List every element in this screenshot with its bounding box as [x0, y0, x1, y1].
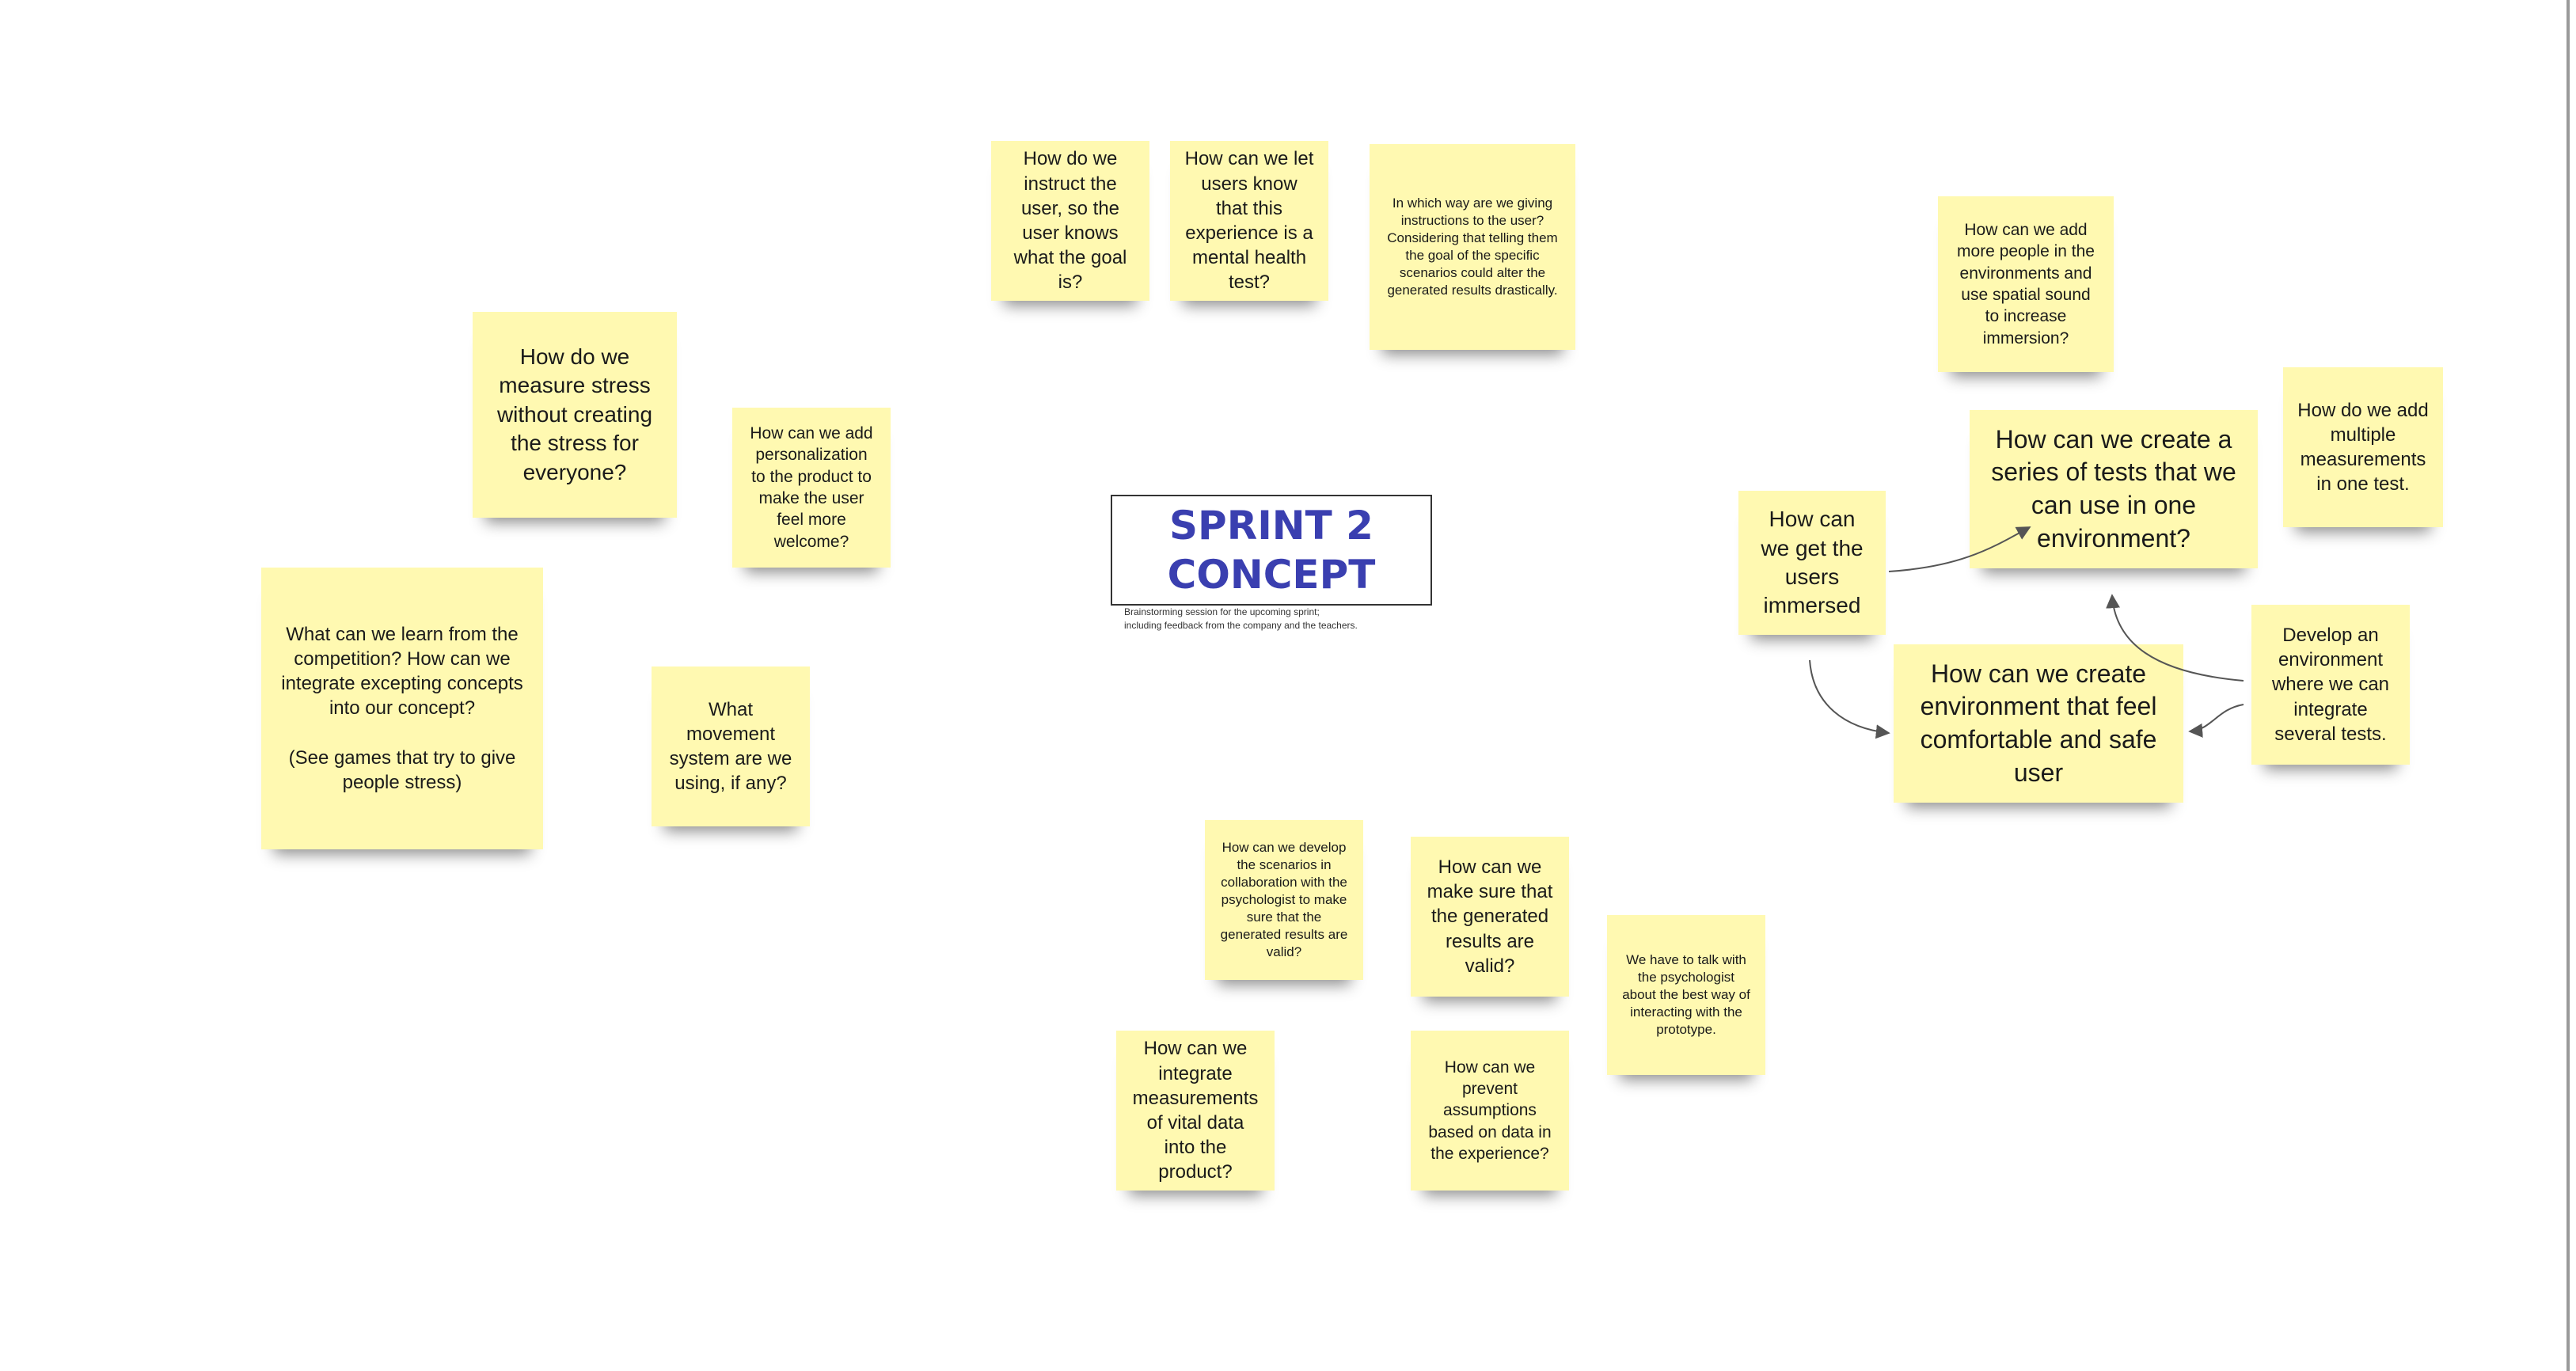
sticky-note-competition[interactable]: What can we learn from the competition? …: [261, 568, 543, 849]
sticky-note-valid-results[interactable]: How can we make sure that the generated …: [1411, 837, 1569, 997]
sticky-note-instruct-user[interactable]: How do we instruct the user, so the user…: [991, 141, 1149, 301]
sticky-note-multiple-measurements[interactable]: How do we add multiple measurements in o…: [2283, 367, 2443, 527]
title-line-2: CONCEPT: [1167, 552, 1376, 598]
sticky-note-instructions-way[interactable]: In which way are we giving instructions …: [1370, 144, 1575, 350]
sticky-note-comfortable-environment[interactable]: How can we create environment that feel …: [1894, 644, 2183, 803]
sticky-note-prevent-assumptions[interactable]: How can we prevent assumptions based on …: [1411, 1031, 1569, 1191]
sticky-note-users-immersed[interactable]: How can we get the users immersed: [1738, 491, 1886, 635]
sticky-note-series-of-tests[interactable]: How can we create a series of tests that…: [1970, 410, 2258, 568]
vertical-scrollbar[interactable]: [2567, 0, 2570, 1371]
sticky-note-movement-system[interactable]: What movement system are we using, if an…: [652, 667, 810, 826]
connector-immersed-to-comfortable[interactable]: [1809, 659, 1890, 739]
connector-immersed-to-series[interactable]: [1888, 526, 2031, 572]
sticky-note-more-people[interactable]: How can we add more people in the enviro…: [1938, 196, 2114, 372]
connector-develop-to-comfortable[interactable]: [2188, 704, 2244, 738]
sticky-note-personalization[interactable]: How can we add personalization to the pr…: [732, 408, 891, 568]
sticky-note-talk-psychologist[interactable]: We have to talk with the psychologist ab…: [1607, 915, 1765, 1075]
sticky-note-vital-data[interactable]: How can we integrate measurements of vit…: [1116, 1031, 1275, 1191]
title-line-1: SPRINT 2: [1169, 502, 1373, 549]
frame-title[interactable]: SPRINT 2 CONCEPT: [1111, 495, 1432, 606]
frame-subtitle: Brainstorming session for the upcoming s…: [1124, 606, 1358, 632]
connector-develop-to-series[interactable]: [2106, 594, 2244, 682]
sticky-note-scenarios-psychologist[interactable]: How can we develop the scenarios in coll…: [1205, 820, 1363, 980]
sticky-note-develop-environment[interactable]: Develop an environment where we can inte…: [2251, 605, 2410, 765]
sticky-note-mental-health[interactable]: How can we let users know that this expe…: [1170, 141, 1328, 301]
sticky-note-measure-stress[interactable]: How do we measure stress without creatin…: [473, 312, 677, 518]
